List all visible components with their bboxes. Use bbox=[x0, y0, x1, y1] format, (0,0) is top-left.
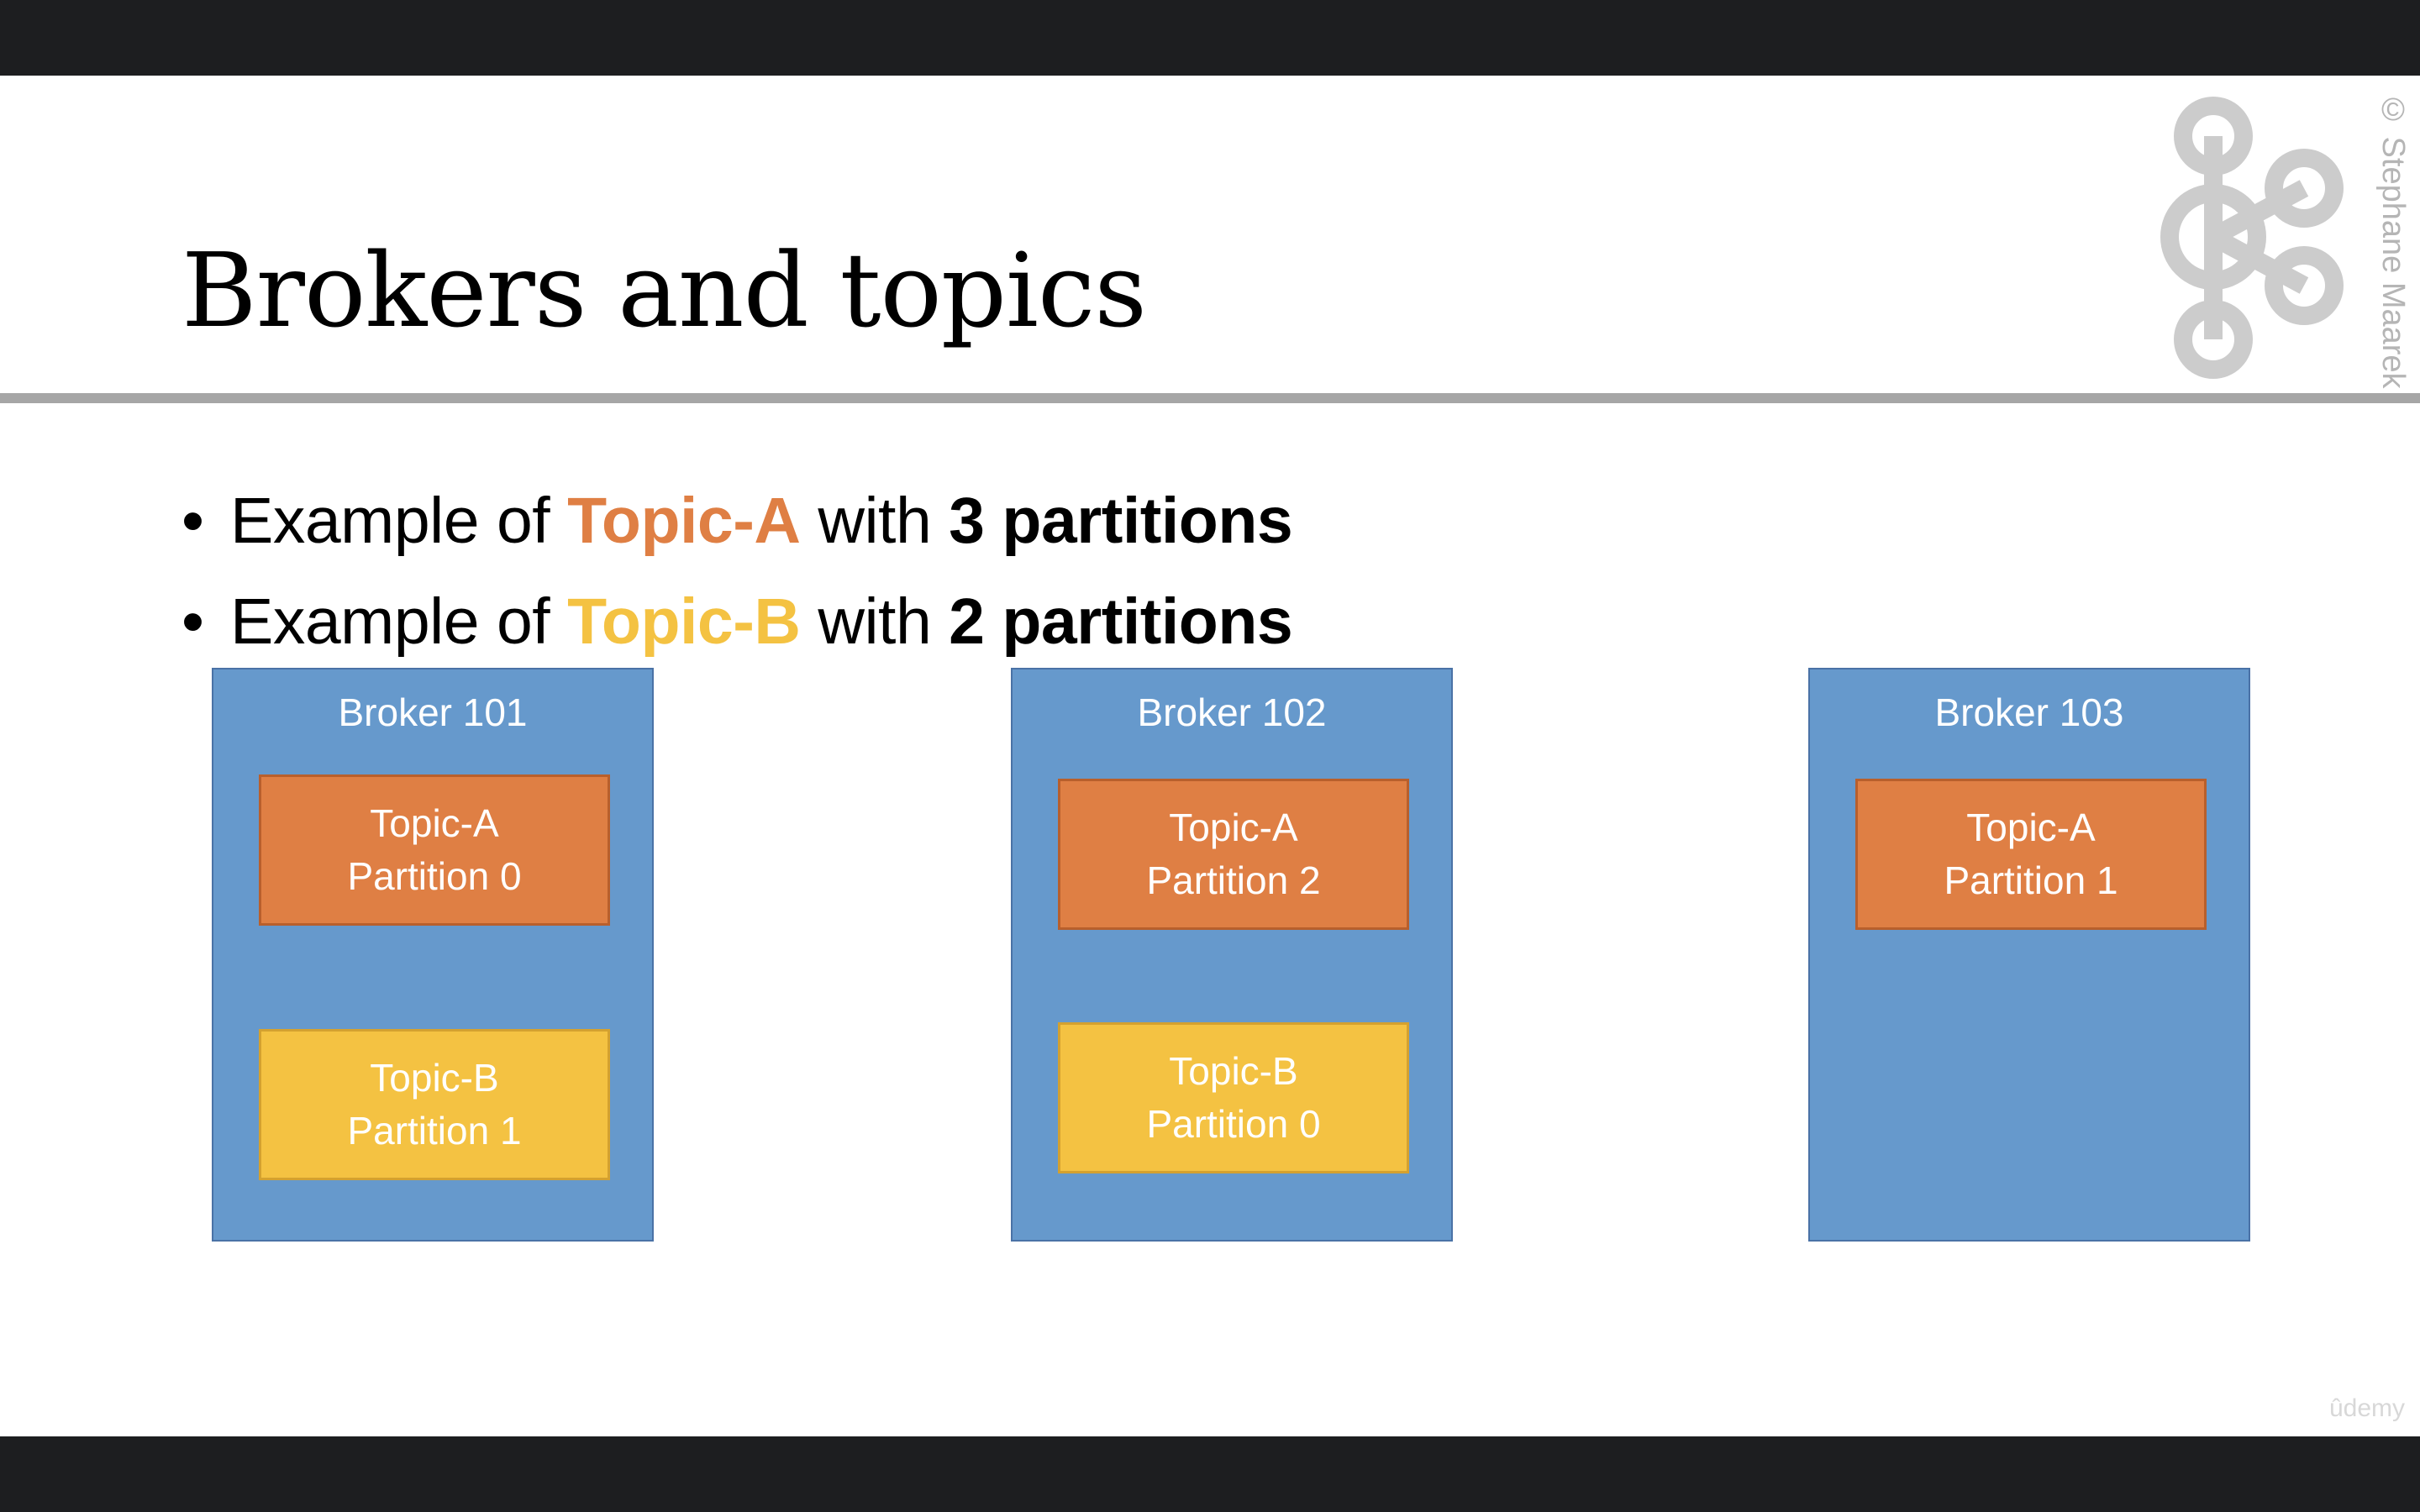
bullet-middle: with bbox=[800, 585, 950, 658]
partition-topic: Topic-A bbox=[1169, 805, 1298, 849]
topic-a-highlight: Topic-A bbox=[567, 485, 801, 557]
bullet-marker: • bbox=[182, 585, 204, 658]
partition-number: Partition 1 bbox=[1944, 858, 2118, 902]
partition-box-topic-a: Topic-A Partition 1 bbox=[1855, 779, 2207, 930]
bullet-topic-b: • Example of Topic-B with 2 partitions bbox=[182, 585, 1293, 658]
partition-number: Partition 0 bbox=[1146, 1102, 1321, 1146]
partition-number: Partition 0 bbox=[347, 854, 522, 898]
partition-count: 2 partitions bbox=[949, 585, 1293, 658]
title-divider bbox=[0, 393, 2420, 403]
broker-label: Broker 102 bbox=[1137, 690, 1327, 734]
udemy-watermark: ûdemy bbox=[2328, 1394, 2405, 1422]
partition-box-topic-b: Topic-B Partition 1 bbox=[259, 1029, 610, 1180]
bullet-prefix: Example of bbox=[230, 585, 568, 658]
topic-b-highlight: Topic-B bbox=[567, 585, 801, 658]
broker-103: Broker 103 Topic-A Partition 1 bbox=[1808, 668, 2250, 1242]
broker-label: Broker 101 bbox=[338, 690, 528, 734]
bullet-topic-a: • Example of Topic-A with 3 partitions bbox=[182, 485, 1293, 557]
partition-topic: Topic-A bbox=[370, 801, 499, 845]
broker-102: Broker 102 Topic-A Partition 2 Topic-B P… bbox=[1011, 668, 1453, 1242]
copyright-notice: © Stephane Maarek bbox=[2375, 92, 2411, 389]
bottom-letterbox-bar bbox=[0, 1436, 2420, 1512]
bullet-prefix: Example of bbox=[230, 485, 568, 557]
partition-number: Partition 2 bbox=[1146, 858, 1321, 902]
partition-box-topic-b: Topic-B Partition 0 bbox=[1058, 1022, 1409, 1173]
bullet-middle: with bbox=[800, 485, 950, 557]
top-letterbox-bar bbox=[0, 0, 2420, 76]
bullet-marker: • bbox=[182, 485, 204, 557]
broker-label: Broker 103 bbox=[1934, 690, 2124, 734]
kafka-logo-icon bbox=[2160, 97, 2344, 379]
slide-title: Brokers and topics bbox=[182, 231, 1147, 350]
partition-topic: Topic-B bbox=[370, 1055, 499, 1100]
slide: Brokers and topics © Stephane Maarek • Ex… bbox=[0, 76, 2420, 1436]
partition-box-topic-a: Topic-A Partition 2 bbox=[1058, 779, 1409, 930]
partition-topic: Topic-B bbox=[1169, 1048, 1298, 1093]
partition-box-topic-a: Topic-A Partition 0 bbox=[259, 774, 610, 926]
partition-number: Partition 1 bbox=[347, 1109, 522, 1152]
partition-topic: Topic-A bbox=[1966, 805, 2096, 849]
partition-count: 3 partitions bbox=[949, 485, 1293, 557]
broker-101: Broker 101 Topic-A Partition 0 Topic-B P… bbox=[212, 668, 654, 1242]
